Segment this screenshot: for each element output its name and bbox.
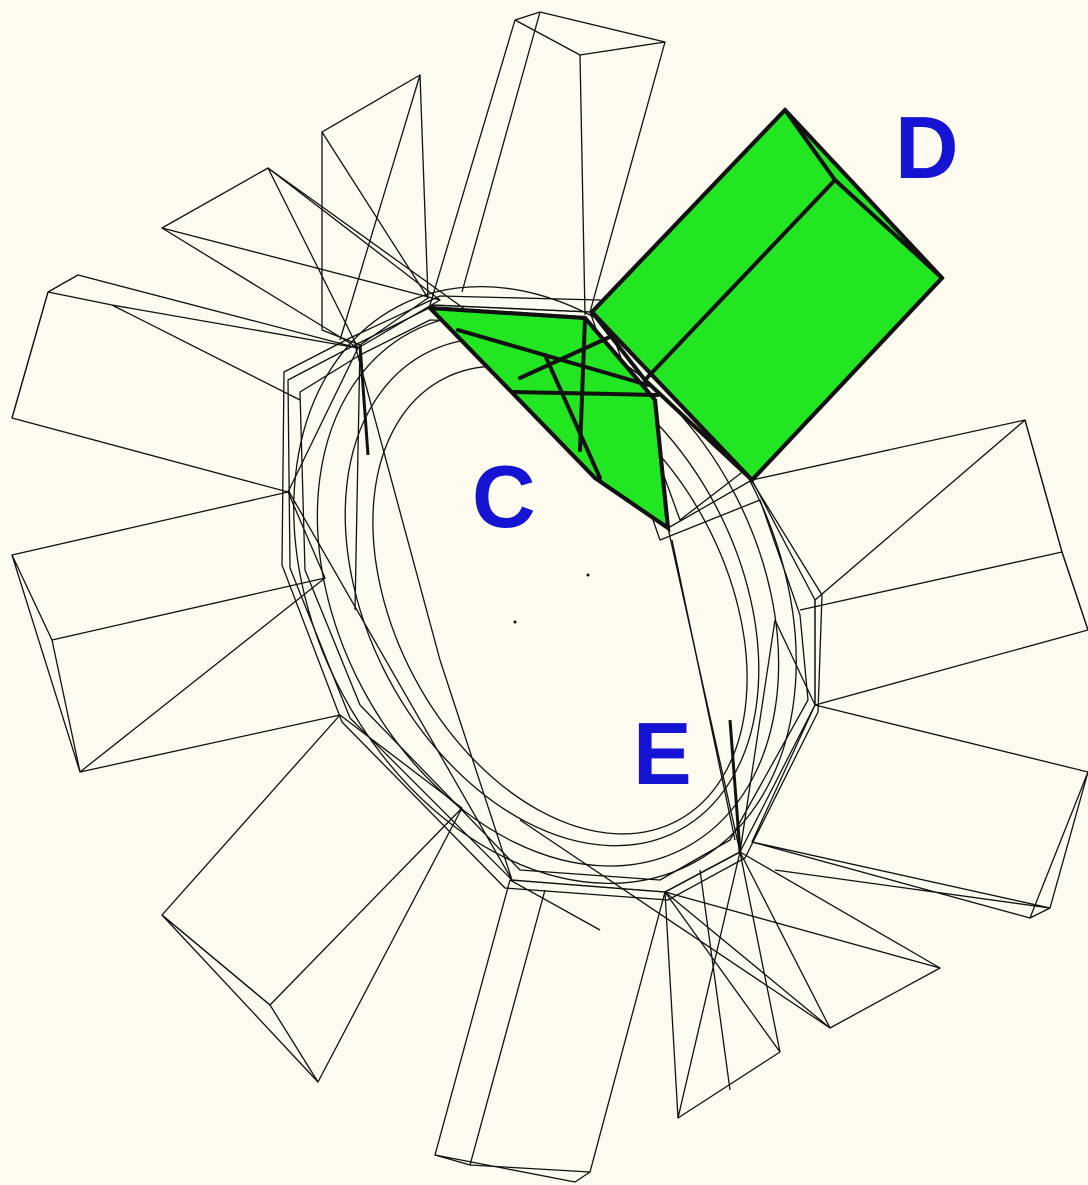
label-d: D [895, 98, 959, 197]
radial-box-right-lower [751, 704, 1088, 919]
radial-box-left [11, 274, 359, 493]
radial-box-right [751, 419, 1088, 706]
radial-box-upper-left [161, 167, 481, 349]
radial-box-top-left [321, 74, 429, 611]
wireframe [11, 11, 1088, 1183]
label-c: C [472, 447, 536, 546]
label-e: E [633, 704, 692, 803]
center-dot [586, 573, 590, 577]
radial-box-bottom-right [519, 819, 941, 1029]
radial-box-lower-left [11, 491, 341, 773]
radial-box-top [429, 11, 666, 316]
highlight-piece-c [428, 306, 671, 533]
center-dot [513, 620, 517, 624]
radial-box-bottom-left [161, 714, 463, 1083]
radial-box-bottom [434, 879, 666, 1183]
highlight-piece-d [590, 107, 945, 483]
